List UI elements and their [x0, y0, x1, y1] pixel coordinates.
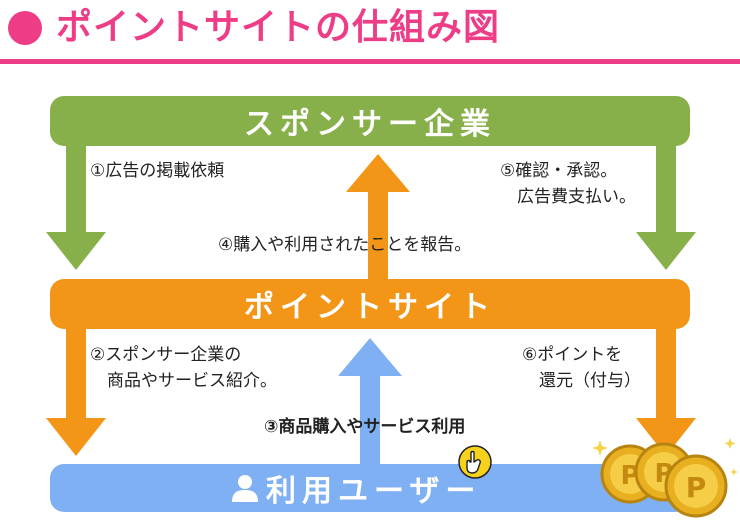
step-3-label: ③商品購入やサービス利用 — [264, 414, 465, 440]
step-2-line-1: ②スポンサー企業の — [90, 345, 242, 365]
step-4-line-1: ④購入や利用されたことを報告。 — [218, 235, 472, 255]
arrow-site-to-user-right — [636, 329, 696, 456]
step-6-line-1: ⑥ポイントを — [522, 345, 623, 365]
page-title: ポイントサイトの仕組み図 — [56, 7, 501, 48]
step-2-label: ②スポンサー企業の 商品やサービス紹介。 — [90, 342, 277, 394]
svg-text:P: P — [686, 471, 707, 504]
arrow-sponsor-to-site-right — [636, 146, 696, 270]
user-node: 利用ユーザー — [50, 464, 690, 512]
step-5-line-1: ⑤確認・承認。 — [500, 161, 618, 181]
step-5-line-2: 広告費支払い。 — [500, 187, 636, 207]
title-bullet-icon — [8, 11, 42, 45]
point-coins-icon: P P P — [592, 438, 738, 518]
step-1-line-1: ①広告の掲載依頼 — [90, 161, 225, 181]
arrow-user-to-site-center — [338, 338, 402, 464]
arrow-site-to-user-left — [46, 329, 106, 456]
title-underline — [0, 59, 740, 64]
user-label: 利用ユーザー — [266, 474, 482, 509]
step-1-label: ①広告の掲載依頼 — [90, 158, 224, 184]
person-icon — [232, 475, 258, 502]
step-2-line-2: 商品やサービス紹介。 — [90, 371, 277, 391]
arrow-sponsor-to-site-left — [46, 146, 106, 270]
sponsor-label: スポンサー企業 — [244, 107, 496, 142]
step-4-label: ④購入や利用されたことを報告。 — [218, 232, 471, 258]
step-6-label: ⑥ポイントを 還元（付与） — [522, 342, 641, 394]
point-site-label: ポイントサイト — [244, 290, 496, 325]
arrow-site-to-sponsor-center — [346, 154, 410, 279]
step-5-label: ⑤確認・承認。 広告費支払い。 — [500, 158, 636, 210]
step-6-line-2: 還元（付与） — [522, 371, 641, 391]
pointing-hand-icon — [458, 445, 492, 479]
step-3-line-1: ③商品購入やサービス利用 — [264, 417, 466, 437]
point-site-node: ポイントサイト — [50, 279, 690, 329]
sponsor-node: スポンサー企業 — [50, 96, 690, 146]
